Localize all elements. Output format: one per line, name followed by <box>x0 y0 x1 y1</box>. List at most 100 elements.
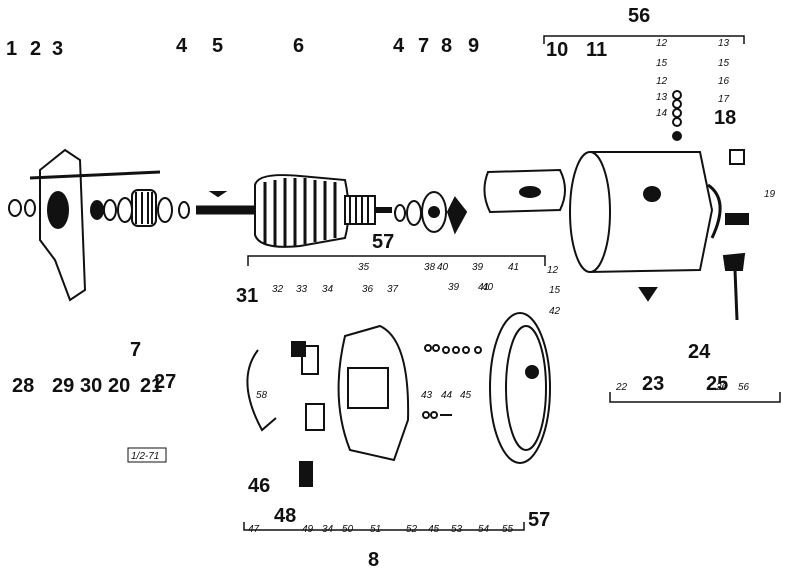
gear-8-left <box>131 189 157 227</box>
washer-1 <box>8 199 22 217</box>
callout-label-50: 50 <box>342 524 354 535</box>
washer-30 <box>117 197 133 223</box>
callout-label-15: 15 <box>718 58 730 69</box>
callout-label-41: 41 <box>508 262 519 273</box>
callout-label-45: 45 <box>428 524 440 535</box>
callout-label-54: 54 <box>478 524 490 535</box>
callout-label-32: 32 <box>272 284 284 295</box>
callout-label-1: 1 <box>6 38 17 60</box>
callout-label-24: 24 <box>688 341 711 363</box>
callout-label-40: 40 <box>482 282 494 293</box>
callout-label-19: 19 <box>764 189 776 200</box>
callout-label-28: 28 <box>12 375 34 397</box>
callout-label-15: 15 <box>549 285 561 296</box>
callout-label-25: 25 <box>706 373 728 395</box>
callout-label-14: 14 <box>656 108 668 119</box>
bushing-28 <box>90 200 104 220</box>
callout-label-45: 45 <box>460 390 472 401</box>
callout-label-58: 58 <box>256 390 268 401</box>
group-bracket-56-top <box>543 35 745 44</box>
callout-label-4: 4 <box>176 35 188 57</box>
callout-label-7: 7 <box>130 339 141 361</box>
brush-34 <box>301 345 319 375</box>
callout-label-56: 56 <box>628 5 650 27</box>
brush-50 <box>305 403 325 431</box>
plate-19 <box>725 213 749 225</box>
callout-label-8: 8 <box>441 35 452 57</box>
callout-label-41: 41 <box>478 282 489 293</box>
callout-label-27: 27 <box>154 371 176 393</box>
callout-label-9: 9 <box>468 35 479 57</box>
callout-label-36: 36 <box>362 284 374 295</box>
callout-label-56: 56 <box>738 382 750 393</box>
callout-label-34: 34 <box>322 284 334 295</box>
brush-47 <box>299 461 313 487</box>
callout-label-53: 53 <box>451 524 463 535</box>
callout-label-16: 16 <box>718 76 730 87</box>
cap-9 <box>446 196 468 235</box>
callout-label-57: 57 <box>372 231 394 253</box>
washer-7-left <box>157 197 173 223</box>
screw-20 <box>638 287 658 302</box>
group-bracket-56-bottom <box>609 392 781 403</box>
callout-label-12: 12 <box>547 265 559 276</box>
callout-label-22: 22 <box>615 382 628 393</box>
callout-label-21: 21 <box>140 375 162 397</box>
callout-label-30: 30 <box>80 375 102 397</box>
key-5 <box>208 191 228 198</box>
callout-label-7: 7 <box>418 35 429 57</box>
ring-4-right <box>394 204 406 222</box>
terminal-33 <box>291 341 306 357</box>
callout-label-20: 20 <box>108 375 130 397</box>
callout-label-33: 33 <box>296 284 308 295</box>
callout-label-39: 39 <box>472 262 484 273</box>
group-bracket-57-bottom <box>243 522 525 531</box>
callout-label-38: 38 <box>424 262 436 273</box>
callout-label-47: 47 <box>248 524 260 535</box>
callout-label-43: 43 <box>421 390 433 401</box>
callout-label-26: 26 <box>715 382 728 393</box>
callout-label-40: 40 <box>437 262 449 273</box>
callout-label-52: 52 <box>406 524 418 535</box>
washer-7-right <box>406 200 422 226</box>
washer-2 <box>24 199 36 217</box>
callout-label-13: 13 <box>656 92 668 103</box>
rod-25 <box>733 269 739 321</box>
stamp-box <box>127 447 167 463</box>
callout-label-11: 11 <box>586 39 607 61</box>
callout-label-15: 15 <box>656 58 668 69</box>
callout-label-39: 39 <box>448 282 460 293</box>
spring-wire-58 <box>246 349 277 432</box>
callout-label-35: 35 <box>358 262 370 273</box>
callout-label-10: 10 <box>546 39 568 61</box>
callout-label-8: 8 <box>368 549 379 571</box>
callout-label-31: 31 <box>236 285 258 307</box>
callout-label-29: 29 <box>52 375 74 397</box>
callout-label-57: 57 <box>528 509 550 531</box>
ring-4-left <box>178 201 190 219</box>
callout-label-2: 2 <box>30 38 41 60</box>
callout-label-3: 3 <box>52 38 63 60</box>
callout-label-51: 51 <box>370 524 381 535</box>
callout-label-17: 17 <box>718 94 730 105</box>
callout-label-6: 6 <box>293 35 304 57</box>
callout-label-4: 4 <box>393 35 405 57</box>
callout-label-42: 42 <box>549 306 561 317</box>
callout-label-18: 18 <box>714 107 736 129</box>
callout-label-12: 12 <box>656 38 668 49</box>
callout-label-46: 46 <box>248 475 270 497</box>
callout-label-37: 37 <box>387 284 399 295</box>
callout-label-48: 48 <box>274 505 296 527</box>
callout-label-44: 44 <box>441 390 453 401</box>
group-bracket-57-top <box>247 255 546 266</box>
callout-label-5: 5 <box>212 35 223 57</box>
bracket-23 <box>722 252 746 271</box>
callout-label-13: 13 <box>718 38 730 49</box>
callout-label-12: 12 <box>656 76 668 87</box>
washer-29 <box>103 199 117 221</box>
callout-label-49: 49 <box>302 524 314 535</box>
callout-label-23: 23 <box>642 373 664 395</box>
